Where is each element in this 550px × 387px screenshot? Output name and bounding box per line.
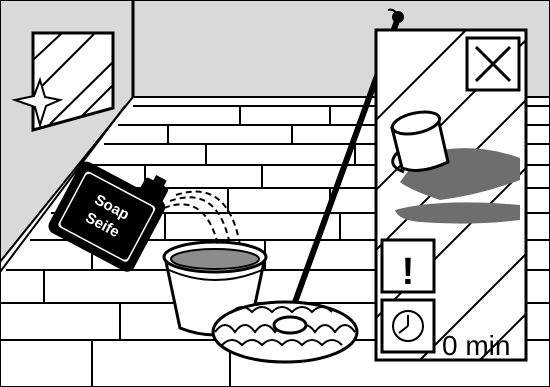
exclamation-icon: !	[402, 251, 415, 293]
clock-icon	[393, 311, 423, 341]
timer-button[interactable]	[382, 300, 434, 352]
warning-button[interactable]: !	[382, 240, 434, 293]
timer-value: 0 min	[442, 330, 510, 361]
close-button[interactable]	[467, 38, 519, 90]
